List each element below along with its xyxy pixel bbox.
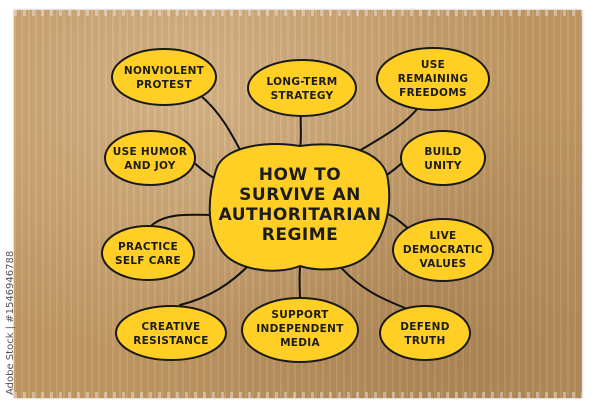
central-title-line-2: SURVIVE AN bbox=[239, 185, 361, 205]
node-use-remaining-freedoms-line-1: USE bbox=[421, 59, 445, 71]
node-practice-self-care-line-2: SELF CARE bbox=[115, 255, 181, 267]
node-use-humor-and-joy-line-2: AND JOY bbox=[124, 160, 176, 172]
bubble-nonviolent-protest bbox=[111, 48, 217, 106]
node-creative-resistance-line-2: RESISTANCE bbox=[133, 335, 208, 347]
node-use-humor-and-joy-line-1: USE HUMOR bbox=[113, 146, 187, 158]
bubble-long-term-strategy bbox=[247, 59, 357, 117]
node-practice-self-care-line-1: PRACTICE bbox=[118, 241, 178, 253]
bubble-use-remaining-freedoms bbox=[376, 47, 490, 111]
bubble-support-independent-media bbox=[241, 297, 359, 363]
node-nonviolent-protest-line-2: PROTEST bbox=[136, 79, 192, 91]
node-support-independent-media: SUPPORT INDEPENDENT MEDIA bbox=[241, 297, 359, 363]
bubble-use-humor-and-joy bbox=[104, 130, 196, 186]
node-creative-resistance-line-1: CREATIVE bbox=[141, 321, 200, 333]
node-live-democratic-values-line-1: LIVE bbox=[429, 230, 456, 242]
central-topic: HOW TO SURVIVE AN AUTHORITARIAN REGIME bbox=[208, 143, 391, 272]
connector-defend-truth bbox=[337, 263, 406, 309]
node-use-remaining-freedoms-line-3: FREEDOMS bbox=[399, 87, 467, 99]
node-live-democratic-values: LIVE DEMOCRATIC VALUES bbox=[392, 218, 494, 282]
connector-creative-resistance bbox=[179, 261, 253, 306]
node-support-independent-media-line-2: INDEPENDENT bbox=[256, 323, 344, 335]
node-live-democratic-values-line-3: VALUES bbox=[420, 258, 467, 270]
central-blob bbox=[208, 143, 391, 272]
node-live-democratic-values-line-2: DEMOCRATIC bbox=[403, 244, 483, 256]
node-defend-truth-line-2: TRUTH bbox=[404, 335, 445, 347]
bubble-practice-self-care bbox=[101, 225, 195, 281]
node-use-remaining-freedoms-line-2: REMAINING bbox=[398, 73, 469, 85]
node-nonviolent-protest: NONVIOLENT PROTEST bbox=[111, 48, 217, 106]
central-title-line-1: HOW TO bbox=[259, 165, 341, 185]
node-support-independent-media-line-1: SUPPORT bbox=[271, 309, 329, 321]
bubble-live-democratic-values bbox=[392, 218, 494, 282]
node-practice-self-care: PRACTICE SELF CARE bbox=[101, 225, 195, 281]
node-build-unity: BUILD UNITY bbox=[400, 130, 486, 186]
node-use-remaining-freedoms: USE REMAINING FREEDOMS bbox=[376, 47, 490, 111]
node-long-term-strategy-line-1: LONG-TERM bbox=[266, 76, 337, 88]
node-build-unity-line-2: UNITY bbox=[424, 160, 462, 172]
bubble-build-unity bbox=[400, 130, 486, 186]
node-nonviolent-protest-line-1: NONVIOLENT bbox=[124, 65, 205, 77]
torn-edge-top bbox=[14, 10, 582, 16]
node-support-independent-media-line-3: MEDIA bbox=[280, 337, 320, 349]
node-creative-resistance: CREATIVE RESISTANCE bbox=[115, 305, 227, 361]
node-defend-truth-line-1: DEFEND bbox=[400, 321, 450, 333]
central-title-line-4: REGIME bbox=[262, 225, 339, 245]
bubble-defend-truth bbox=[379, 305, 471, 361]
node-build-unity-line-1: BUILD bbox=[424, 146, 461, 158]
connector-long-term-strategy bbox=[299, 111, 302, 151]
node-use-humor-and-joy: USE HUMOR AND JOY bbox=[104, 130, 196, 186]
bubble-creative-resistance bbox=[115, 305, 227, 361]
node-long-term-strategy: LONG-TERM STRATEGY bbox=[247, 59, 357, 117]
node-defend-truth: DEFEND TRUTH bbox=[379, 305, 471, 361]
torn-edge-bottom bbox=[14, 392, 582, 398]
central-title-line-3: AUTHORITARIAN bbox=[219, 205, 382, 225]
node-long-term-strategy-line-2: STRATEGY bbox=[271, 90, 334, 102]
stock-watermark-id: Adobe Stock | #1546946788 bbox=[5, 250, 16, 395]
